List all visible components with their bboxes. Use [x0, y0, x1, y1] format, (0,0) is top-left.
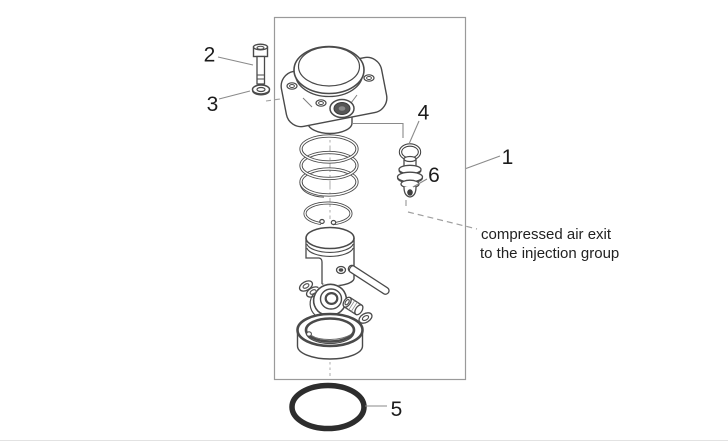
- leader-2: [217, 56, 254, 66]
- callout-1: 1: [502, 146, 514, 169]
- sleeve-pin-detail: [306, 331, 312, 337]
- annotation-line-1: compressed air exit: [481, 226, 612, 243]
- callout-4: 4: [418, 102, 430, 125]
- part-screw: [252, 43, 269, 85]
- dome-rim: [294, 73, 364, 98]
- part-washer: [251, 84, 271, 96]
- part-o-ring: [289, 382, 367, 432]
- annotation-line-2: to the injection group: [480, 245, 619, 262]
- flange-bolt-holes: [286, 74, 375, 107]
- dome-top-face: [297, 46, 361, 87]
- callout-5: 5: [391, 398, 403, 421]
- callout-leaders: [217, 56, 501, 407]
- part-bearing: [309, 283, 348, 321]
- callout-3: 3: [207, 93, 219, 116]
- diagram-frame: [273, 16, 467, 381]
- air-exit-port: [329, 98, 355, 119]
- piston-ring-grooves: [306, 243, 354, 257]
- callout-6: 6: [428, 164, 440, 187]
- leader-6: [412, 178, 428, 188]
- part-sleeve: [296, 312, 364, 362]
- callout-2: 2: [204, 44, 216, 67]
- part-valve-fitting: [396, 155, 424, 198]
- air-exit-dashed-line: [405, 200, 478, 230]
- part-roller-bushing: [342, 296, 364, 316]
- leader-4: [408, 120, 420, 145]
- flange-ribs: [302, 94, 358, 108]
- annotation-compressed-air: compressed air exit to the injection gro…: [480, 226, 619, 262]
- part-head-cover: [280, 45, 388, 135]
- part-lock-washer: [358, 312, 373, 324]
- leader-3: [218, 90, 251, 100]
- part-snap-ring: [303, 201, 353, 227]
- leader-1: [465, 155, 501, 170]
- port-to-valve-leader: [353, 122, 404, 138]
- part-spring: [299, 134, 359, 198]
- part-piston: [305, 226, 355, 287]
- part-piston-pin: [347, 264, 390, 295]
